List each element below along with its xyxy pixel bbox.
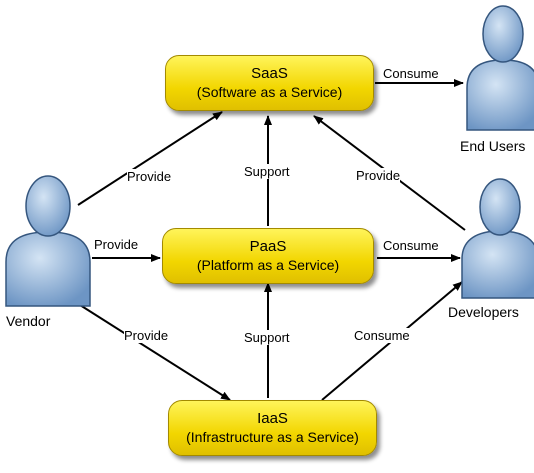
arrow-vendor-saas — [77, 111, 223, 206]
vendor-saas-label: Provide — [127, 169, 172, 184]
vendor-paas-label: Provide — [94, 237, 139, 252]
paas-developers-label: Consume — [383, 238, 439, 253]
end-users-person-icon — [466, 5, 534, 131]
saas-name: SaaS — [251, 65, 288, 82]
saas-full-name: (Software as a Service) — [196, 84, 343, 100]
developers-saas-label: Provide — [356, 168, 401, 183]
iaas-developers-label: Consume — [354, 328, 410, 343]
developers-label: Developers — [448, 304, 519, 320]
paas-name: PaaS — [249, 238, 287, 255]
iaas-name: IaaS — [257, 410, 288, 427]
saas-endusers-label: Consume — [383, 66, 439, 81]
iaas-paas-label: Support — [242, 330, 292, 345]
iaas-full-name: (Infrastructure as a Service) — [186, 429, 359, 445]
vendor-person-icon — [5, 175, 91, 307]
vendor-iaas-label: Provide — [124, 328, 169, 343]
vendor-label: Vendor — [6, 313, 51, 329]
saas-box: SaaS (Software as a Service) — [165, 55, 374, 111]
arrow-vendor-iaas — [79, 304, 231, 401]
developers-person-icon — [461, 178, 534, 299]
paas-saas-label: Support — [242, 164, 292, 179]
iaas-box: IaaS (Infrastructure as a Service) — [168, 400, 377, 456]
end-users-label: End Users — [460, 138, 526, 154]
paas-box: PaaS (Platform as a Service) — [162, 228, 374, 284]
paas-full-name: (Platform as a Service) — [196, 257, 340, 273]
